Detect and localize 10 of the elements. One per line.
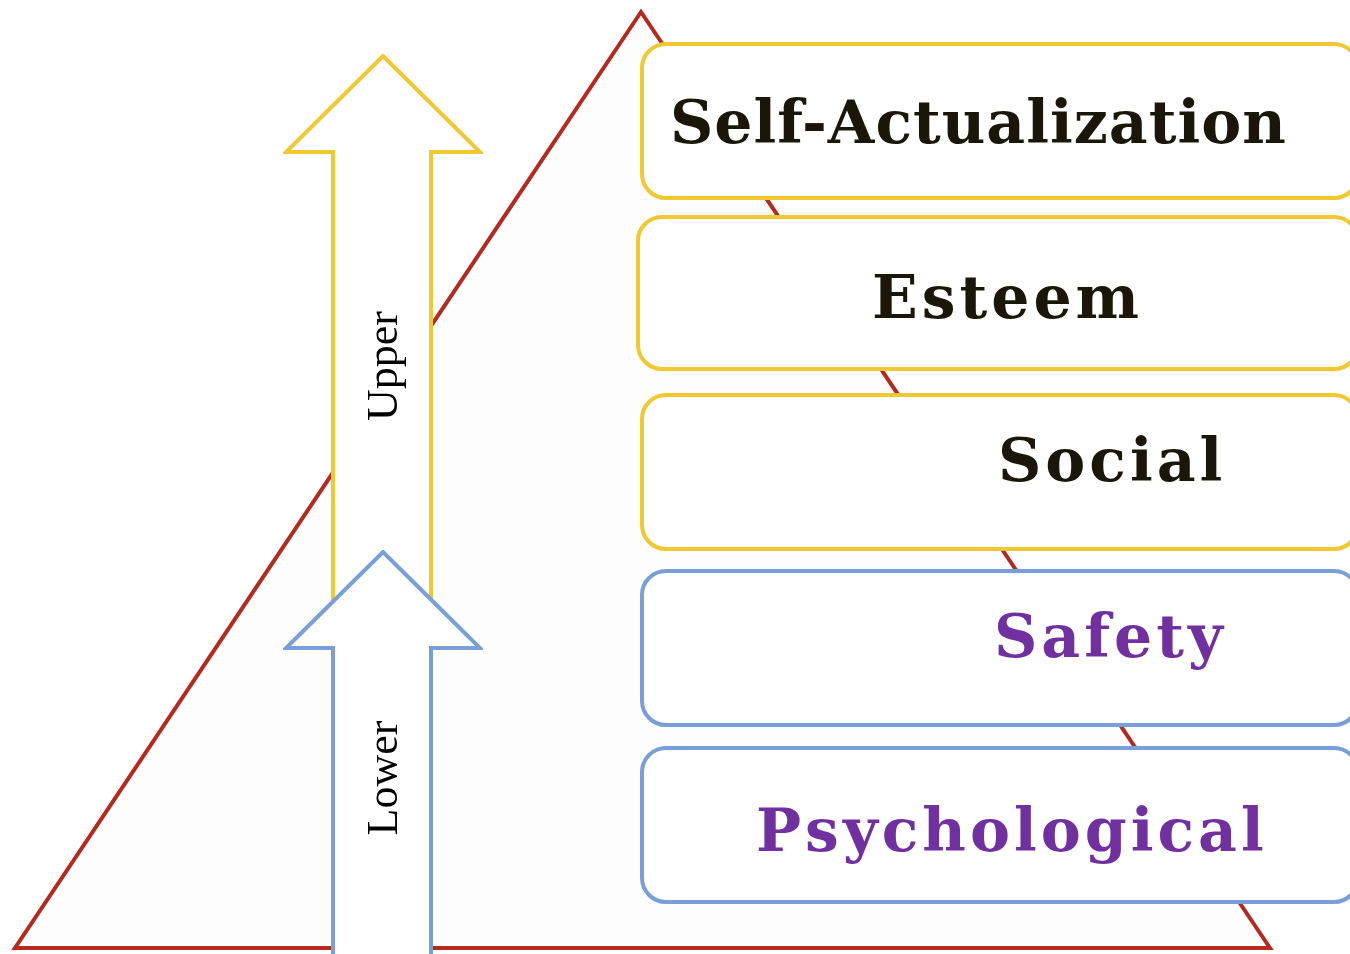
arrow-label: Upper bbox=[361, 311, 405, 421]
level-box bbox=[640, 42, 1350, 200]
level-label: Social bbox=[998, 430, 1227, 490]
level-box bbox=[640, 569, 1350, 727]
level-label: Self-Actualization bbox=[670, 92, 1287, 152]
level-box bbox=[640, 746, 1350, 904]
level-box bbox=[636, 215, 1350, 371]
level-box bbox=[640, 393, 1350, 551]
level-label: Esteem bbox=[872, 267, 1144, 327]
arrow-label: Lower bbox=[360, 720, 405, 836]
